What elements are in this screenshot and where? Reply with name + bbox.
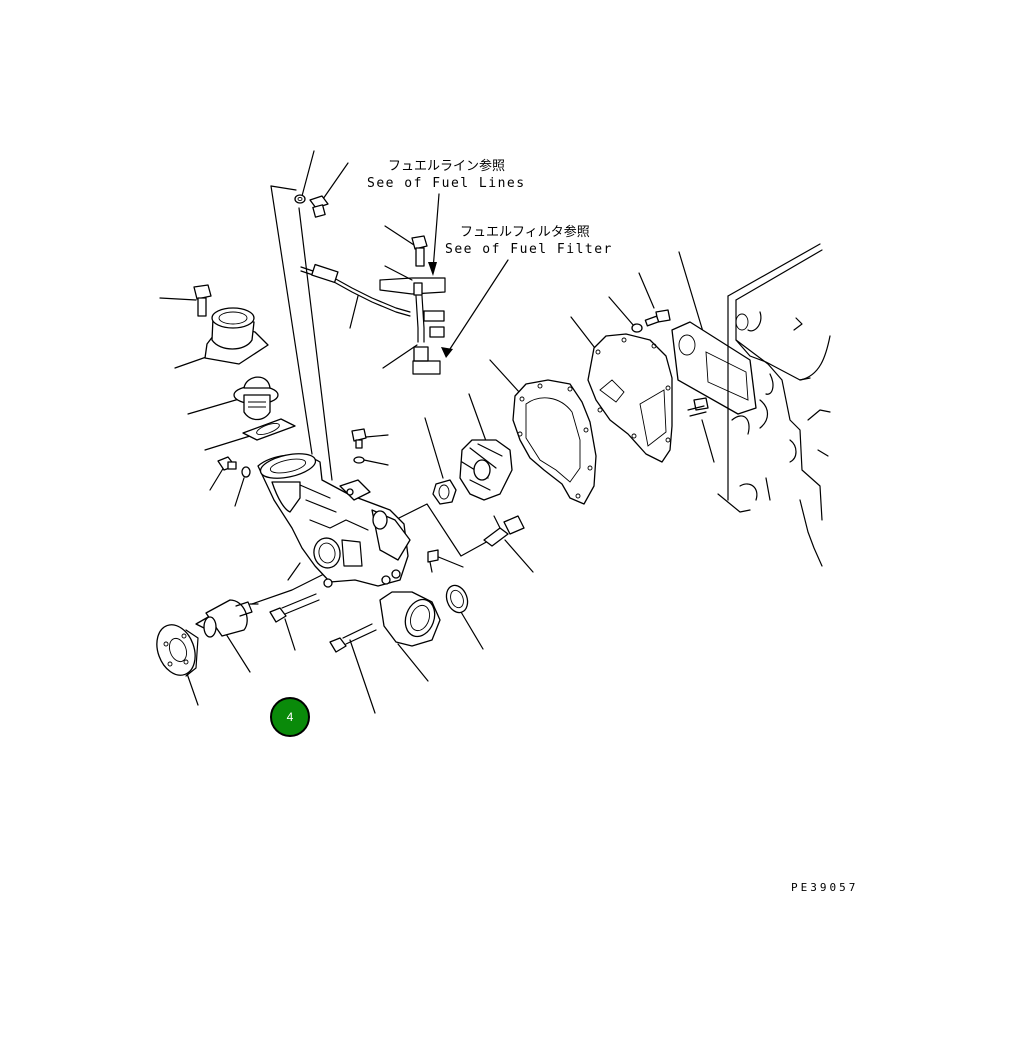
- bolt-fuel-line: [411, 235, 428, 267]
- gasket-thermostat: [242, 418, 296, 441]
- washer-right: [631, 323, 643, 333]
- bolt-small-left: [217, 456, 237, 471]
- bolt-center: [351, 428, 367, 449]
- drain-plug: [427, 549, 439, 573]
- engine-block: [717, 243, 831, 567]
- fuel-pipe: [300, 263, 446, 375]
- pulley-hub: [156, 624, 199, 677]
- stud-bolt: [687, 397, 709, 417]
- seal-ring: [445, 584, 469, 614]
- bolt-top: [309, 195, 329, 218]
- washer-center: [353, 456, 365, 464]
- bushing: [432, 479, 457, 505]
- water-pump-body: [257, 453, 411, 588]
- water-outlet-elbow: [379, 591, 441, 647]
- temperature-sensor: [483, 515, 525, 547]
- fuel-filter-arrow: [441, 259, 509, 358]
- fuel-lines-jp-label: フュエルライン参照: [388, 158, 505, 174]
- fuel-lines-en-label: See of Fuel Lines: [367, 176, 526, 191]
- bearing-shaft: [195, 599, 259, 638]
- bolt-long-2: [329, 623, 377, 653]
- cover-plate: [587, 333, 673, 463]
- thermostat-cover: [204, 307, 269, 365]
- fuel-filter-en-label: See of Fuel Filter: [445, 242, 613, 257]
- washer-small-left: [241, 466, 251, 478]
- marker-number: 4: [287, 710, 294, 724]
- washer-top: [294, 194, 306, 204]
- bolt-thermostat: [193, 284, 212, 317]
- thermostat: [233, 376, 279, 421]
- fuel-filter-jp-label: フュエルフィルタ参照: [460, 224, 590, 240]
- bolt-long-1: [269, 593, 320, 623]
- callout-marker[interactable]: 4: [270, 697, 310, 737]
- leader-lines: [159, 150, 715, 714]
- drawing-code: PE39057: [791, 881, 858, 894]
- pump-gasket: [512, 379, 597, 505]
- impeller: [459, 439, 513, 501]
- bolt-right: [644, 309, 671, 327]
- fuel-lines-arrow: [428, 193, 440, 276]
- back-gasket: [671, 321, 757, 415]
